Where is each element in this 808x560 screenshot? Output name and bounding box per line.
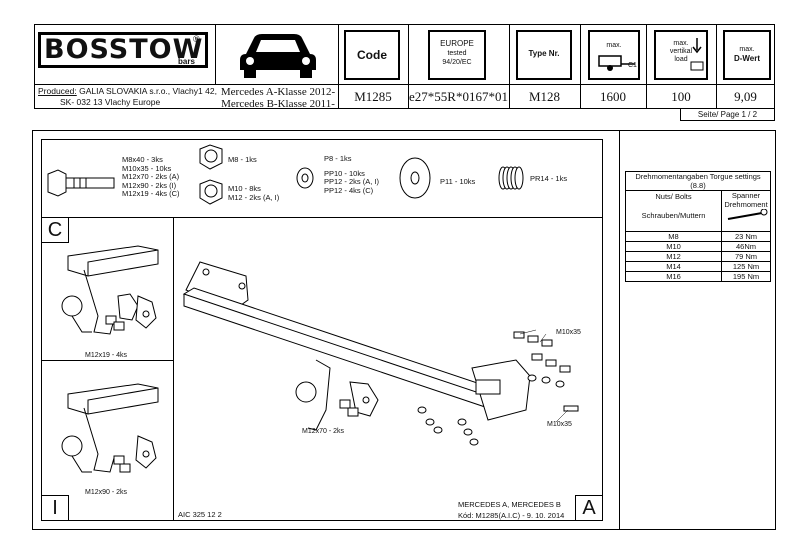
nut-list: M10 - 8ks M12 - 2ks (A, I) [228, 184, 280, 202]
washer-p11-label: P11 - 10ks [440, 177, 476, 186]
variant-i-drawing [61, 383, 159, 473]
spring-washer-icon [498, 166, 524, 190]
m10-top-label: M10x35 [556, 329, 581, 336]
trailer-load-icon: max. C1 [588, 30, 640, 80]
parts-divider [41, 217, 603, 218]
car-icon [215, 24, 339, 84]
aic-code: AIC 325 12 2 [178, 510, 222, 519]
header-row-divider [34, 84, 775, 85]
vertical-load-icon: max. vertikal load [654, 30, 708, 80]
d-value-icon: max. D-Wert [723, 30, 771, 80]
washer-list: P8 - 1ks PP10 - 10ks PP12 - 2ks (A, I) P… [324, 154, 380, 195]
washer-p11-icon [399, 157, 431, 199]
variant-c-label: C [41, 217, 69, 243]
nut-m10-icon [199, 179, 223, 205]
producer-info: Produced: GALIA SLOVAKIA s.r.o., Vlachy1… [38, 86, 217, 107]
max-load-value: 1600 [600, 89, 626, 104]
variant-i-label: I [41, 495, 69, 521]
assembly-bolt-label: M12x70 - 2ks [302, 428, 345, 435]
variants-divider [173, 217, 174, 521]
vehicle-info: Mercedes A-Klasse 2012- Mercedes B-Klass… [220, 86, 336, 110]
col-divider [338, 24, 339, 109]
approval-value: e27*55R*0167*01 [409, 89, 508, 104]
washer-p8-icon [296, 167, 314, 189]
type-number-icon: Type Nr. [516, 30, 572, 80]
vertical-load-value: 100 [671, 89, 691, 104]
variants-mid-divider [41, 360, 173, 361]
variant-i-bolt-label: M12x90 - 2ks [85, 489, 128, 496]
d-value: 9,09 [734, 89, 757, 104]
drawing-area [41, 139, 603, 521]
col-divider [408, 24, 409, 109]
header-frame [34, 24, 775, 109]
drawing-footer: MERCEDES A, MERCEDES B Kód: M1285(A.I.C)… [458, 500, 565, 520]
drawing-frame [32, 130, 776, 530]
code-value: M1285 [354, 89, 392, 104]
torque-title: Drehmomentangaben Torgue settings (8.8) [625, 171, 771, 191]
col-divider [580, 24, 581, 109]
col-divider [716, 24, 717, 109]
logo-sub: bars [178, 57, 195, 66]
nut-m8-label: M8 - 1ks [228, 155, 257, 164]
torque-col-bolts: Nuts/ Bolts Schrauben/Muttern [625, 190, 722, 232]
logo-text: BOSSTOW [44, 34, 204, 65]
m10-bottom-label: M10x35 [547, 421, 572, 428]
logo-reg: ® [193, 34, 200, 44]
torque-table: Drehmomentangaben Torgue settings (8.8) … [625, 171, 771, 282]
spring-washer-label: PR14 - 1ks [530, 174, 568, 183]
bolt-list: M8x40 - 3ks M10x35 - 10ks M12x70 - 2ks (… [122, 155, 180, 198]
bosstow-logo: BOSSTOW ® bars [38, 30, 210, 72]
torque-col-wrench: Spanner Drehmoment [721, 190, 771, 232]
variant-c-bolt-label: M12x19 - 4ks [85, 352, 128, 359]
bolt-icon [47, 169, 115, 197]
europe-approval-icon: EUROPE tested 94/20/EC [428, 30, 486, 80]
variant-c-drawing [61, 245, 159, 335]
wrench-icon [727, 208, 768, 220]
variant-a-label: A [575, 495, 603, 521]
col-divider [509, 24, 510, 109]
code-icon: Code [344, 30, 400, 80]
page-number: Seite/ Page 1 / 2 [680, 108, 775, 121]
col-divider [646, 24, 647, 109]
drawing-right-divider [619, 130, 620, 530]
towbar-assembly-drawing [182, 261, 579, 446]
type-value: M128 [528, 89, 561, 104]
nut-m8-icon [199, 144, 223, 170]
